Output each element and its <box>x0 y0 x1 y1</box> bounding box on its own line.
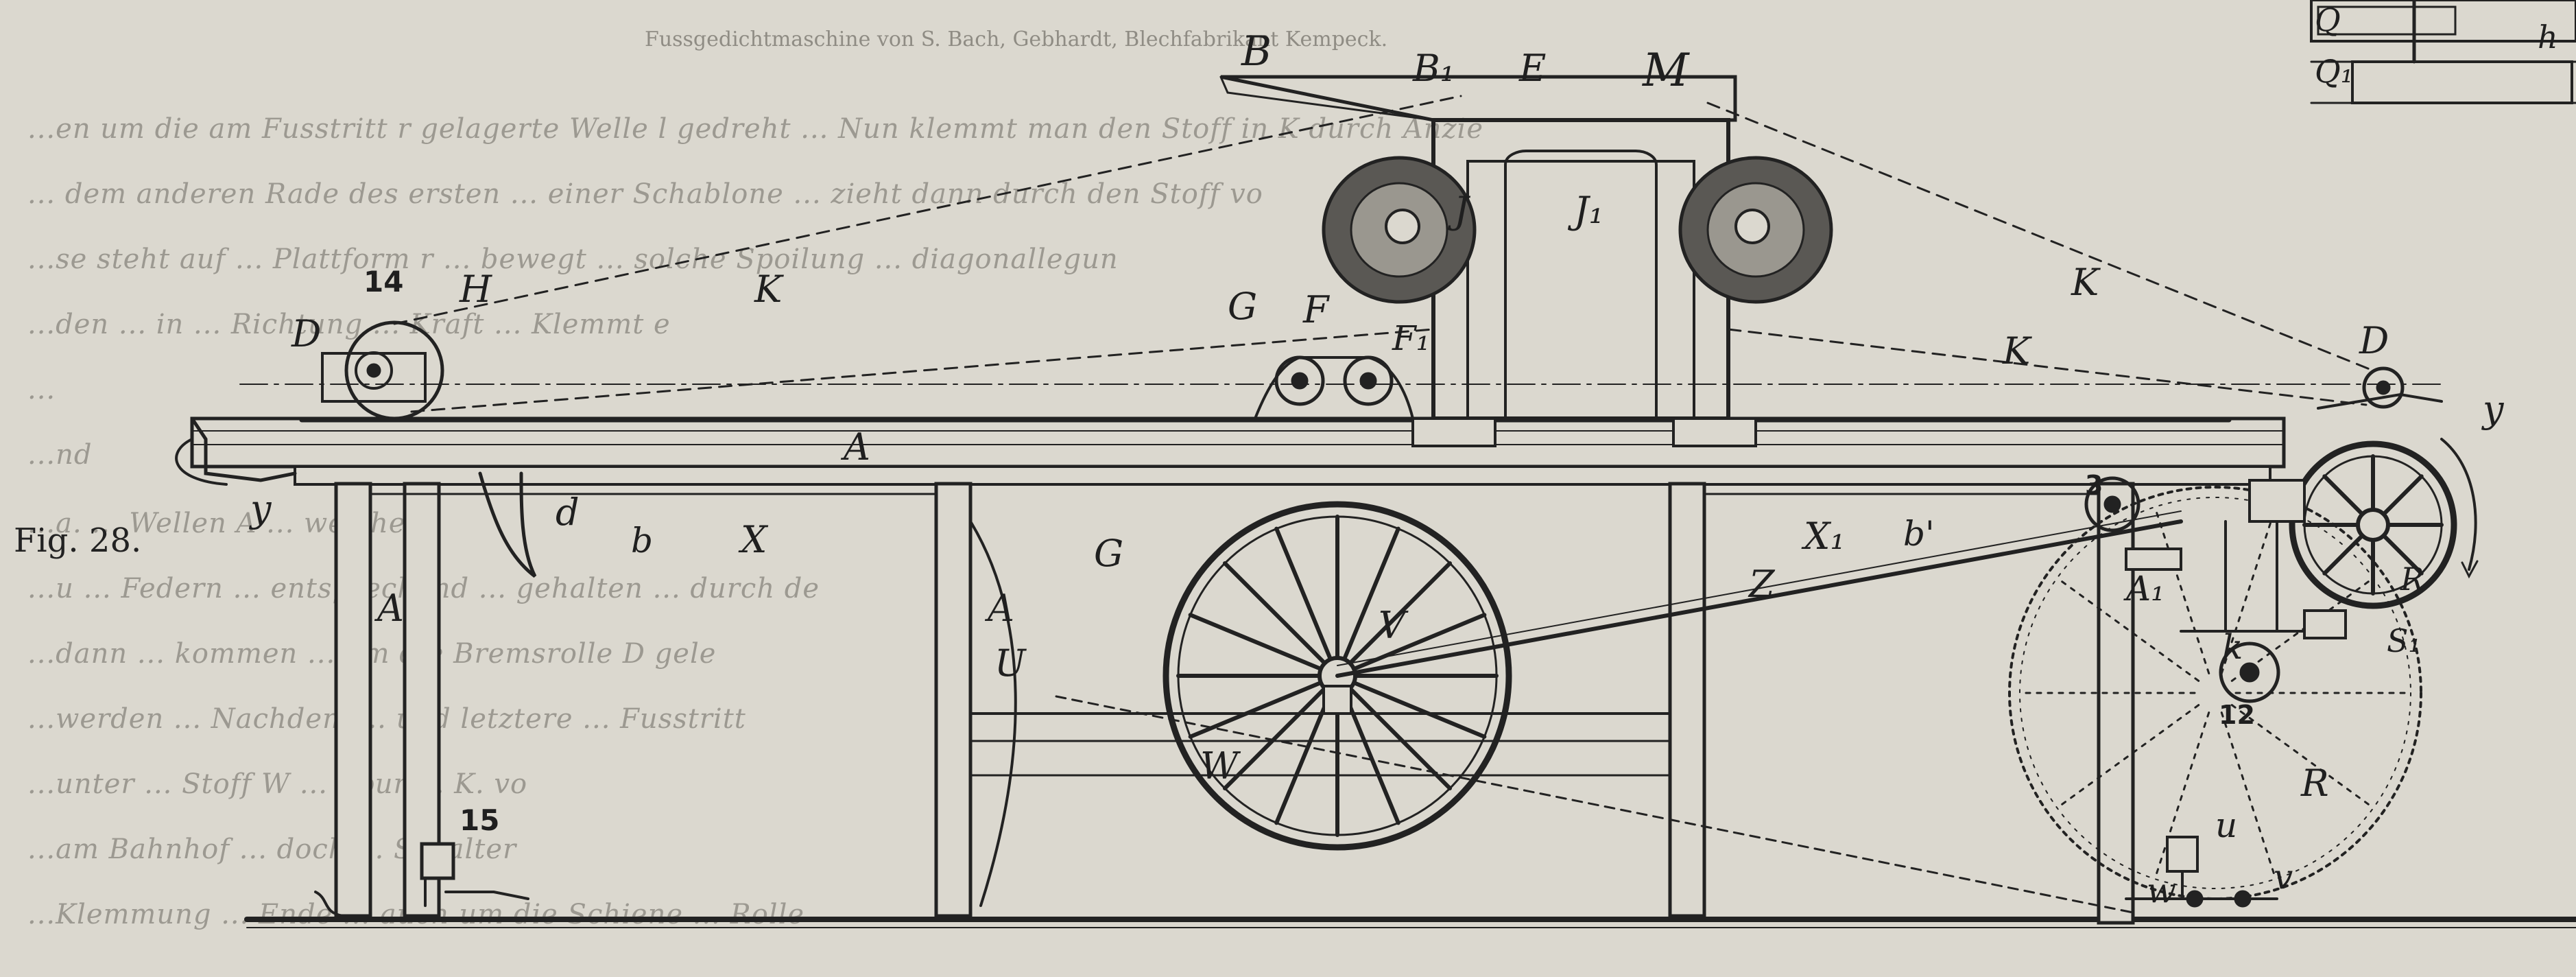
background-text-line: ... dem anderen Rade des ersten ... eine… <box>27 178 1263 210</box>
label-14: 14 <box>363 265 403 298</box>
label-A-rail: A <box>840 425 870 469</box>
wheel-spoke <box>2220 506 2277 674</box>
inset-figure <box>2310 0 2576 104</box>
label-S1: S₁ <box>2387 622 2421 659</box>
label-Q1: Q₁ <box>2315 53 2353 90</box>
clamp-frame <box>1431 118 1730 421</box>
label-G-frame: G <box>1094 532 1123 575</box>
label-R: R <box>2300 762 2329 805</box>
label-H: H <box>459 268 492 311</box>
label-d: d <box>556 491 580 534</box>
wheel-spoke <box>1274 691 1333 825</box>
lower-frame-bar <box>294 465 2271 486</box>
curved-knife <box>478 471 537 578</box>
cloth-roll-right <box>1678 156 1833 304</box>
background-text-line: ...en um die am Fusstritt r gelagerte We… <box>27 113 1484 145</box>
wheel-spoke <box>2382 534 2424 576</box>
label-w: w <box>2147 871 2176 910</box>
wheel-spoke <box>2220 711 2277 880</box>
tension-line-right <box>1706 102 2374 372</box>
wheel-spoke <box>2322 534 2364 576</box>
center-leg <box>1668 482 1706 918</box>
label-12: 12 <box>2219 700 2255 730</box>
label-k: k <box>2222 627 2243 667</box>
wheel-spoke <box>2322 474 2364 516</box>
tension-line-left <box>393 95 1462 325</box>
label-h: h <box>2538 19 2558 56</box>
label-V: V <box>1379 604 1409 647</box>
label-3: 3 <box>2085 470 2103 500</box>
label-A-post: A <box>984 587 1014 630</box>
background-text-line: ...se steht auf ... Plattform r ... bewe… <box>27 244 1119 275</box>
label-B1: B₁ <box>1412 47 1455 90</box>
middle-leg <box>934 482 973 918</box>
dotted-drive-wheel <box>2008 486 2422 900</box>
background-text-line: ...werden ... Nachdem ... und letztere .… <box>27 703 746 735</box>
label-M: M <box>1642 44 1690 97</box>
left-pulley-14 <box>344 320 444 421</box>
wheel-spoke <box>1274 526 1333 661</box>
label-D-right: D <box>2359 319 2389 362</box>
wheel-spoke <box>2382 474 2424 516</box>
wheel-spoke <box>2154 711 2210 880</box>
label-K-mid: K <box>2002 329 2032 373</box>
label-u: u <box>2215 805 2237 845</box>
frame-diagonal <box>969 520 1017 907</box>
connecting-rod <box>1335 519 2183 678</box>
wheel-spoke <box>1342 526 1400 661</box>
cloth-roll-left <box>1322 156 1477 304</box>
wheel-spoke <box>1222 687 1326 791</box>
label-X1: X₁ <box>1801 515 1845 558</box>
wheel-spoke <box>1348 687 1453 791</box>
left-feed-end <box>190 416 297 482</box>
wheel-spoke <box>1188 613 1322 671</box>
wheel-spoke <box>1222 561 1326 665</box>
wheel-spoke <box>2230 576 2375 682</box>
label-15: 15 <box>460 803 499 837</box>
wheel-spoke <box>2230 704 2375 810</box>
table-rail <box>190 416 2286 469</box>
label-D-left: D <box>291 312 321 355</box>
label-G: G <box>1228 285 1257 328</box>
label-J1: J₁ <box>1567 189 1603 232</box>
wheel-spoke <box>1352 681 1487 739</box>
label-b-prime: b' <box>1903 514 1935 554</box>
wheel-spoke <box>1352 613 1487 671</box>
wheel-spoke <box>2154 506 2210 674</box>
running-head: Fussgedichtmaschine von S. Bach, Gebhard… <box>645 27 1388 51</box>
label-K-right: K <box>2071 261 2101 304</box>
wheel-spoke <box>1342 691 1400 825</box>
label-A-leg: A <box>374 587 404 630</box>
background-text-line: ...den ... in ... Richtung ... Kraft ...… <box>27 309 671 340</box>
label-X: X <box>738 518 769 561</box>
label-Q: Q <box>2315 1 2341 38</box>
wheel-spoke <box>2055 576 2200 682</box>
label-y-left: y <box>249 487 272 530</box>
figure-caption: Fig. 28. <box>14 521 142 560</box>
label-R-hub: R <box>2400 561 2424 598</box>
label-v: v <box>2274 857 2293 897</box>
left-leg-a <box>334 482 372 918</box>
label-F: F <box>1302 288 1331 331</box>
background-text-line: ... <box>27 374 56 405</box>
wheel-spoke <box>2055 704 2200 810</box>
label-y-right: y <box>2481 388 2505 431</box>
background-text-line: ...nd <box>27 439 93 471</box>
label-W: W <box>1200 744 1241 788</box>
label-K-left: K <box>754 268 784 311</box>
top-beam <box>1220 75 1737 122</box>
wheel-spoke <box>1188 681 1322 739</box>
label-B: B <box>1241 27 1272 75</box>
label-U: U <box>994 641 1027 685</box>
background-text-line: ...unter ... Stoff W ... Spur ... K. vo <box>27 768 528 800</box>
label-A1: A₁ <box>2123 569 2164 609</box>
label-Z: Z <box>1748 563 1776 606</box>
wheel-spoke <box>1348 561 1453 665</box>
label-F1: F₁ <box>1392 318 1430 358</box>
label-E: E <box>1518 47 1546 90</box>
label-b: b <box>631 521 653 561</box>
